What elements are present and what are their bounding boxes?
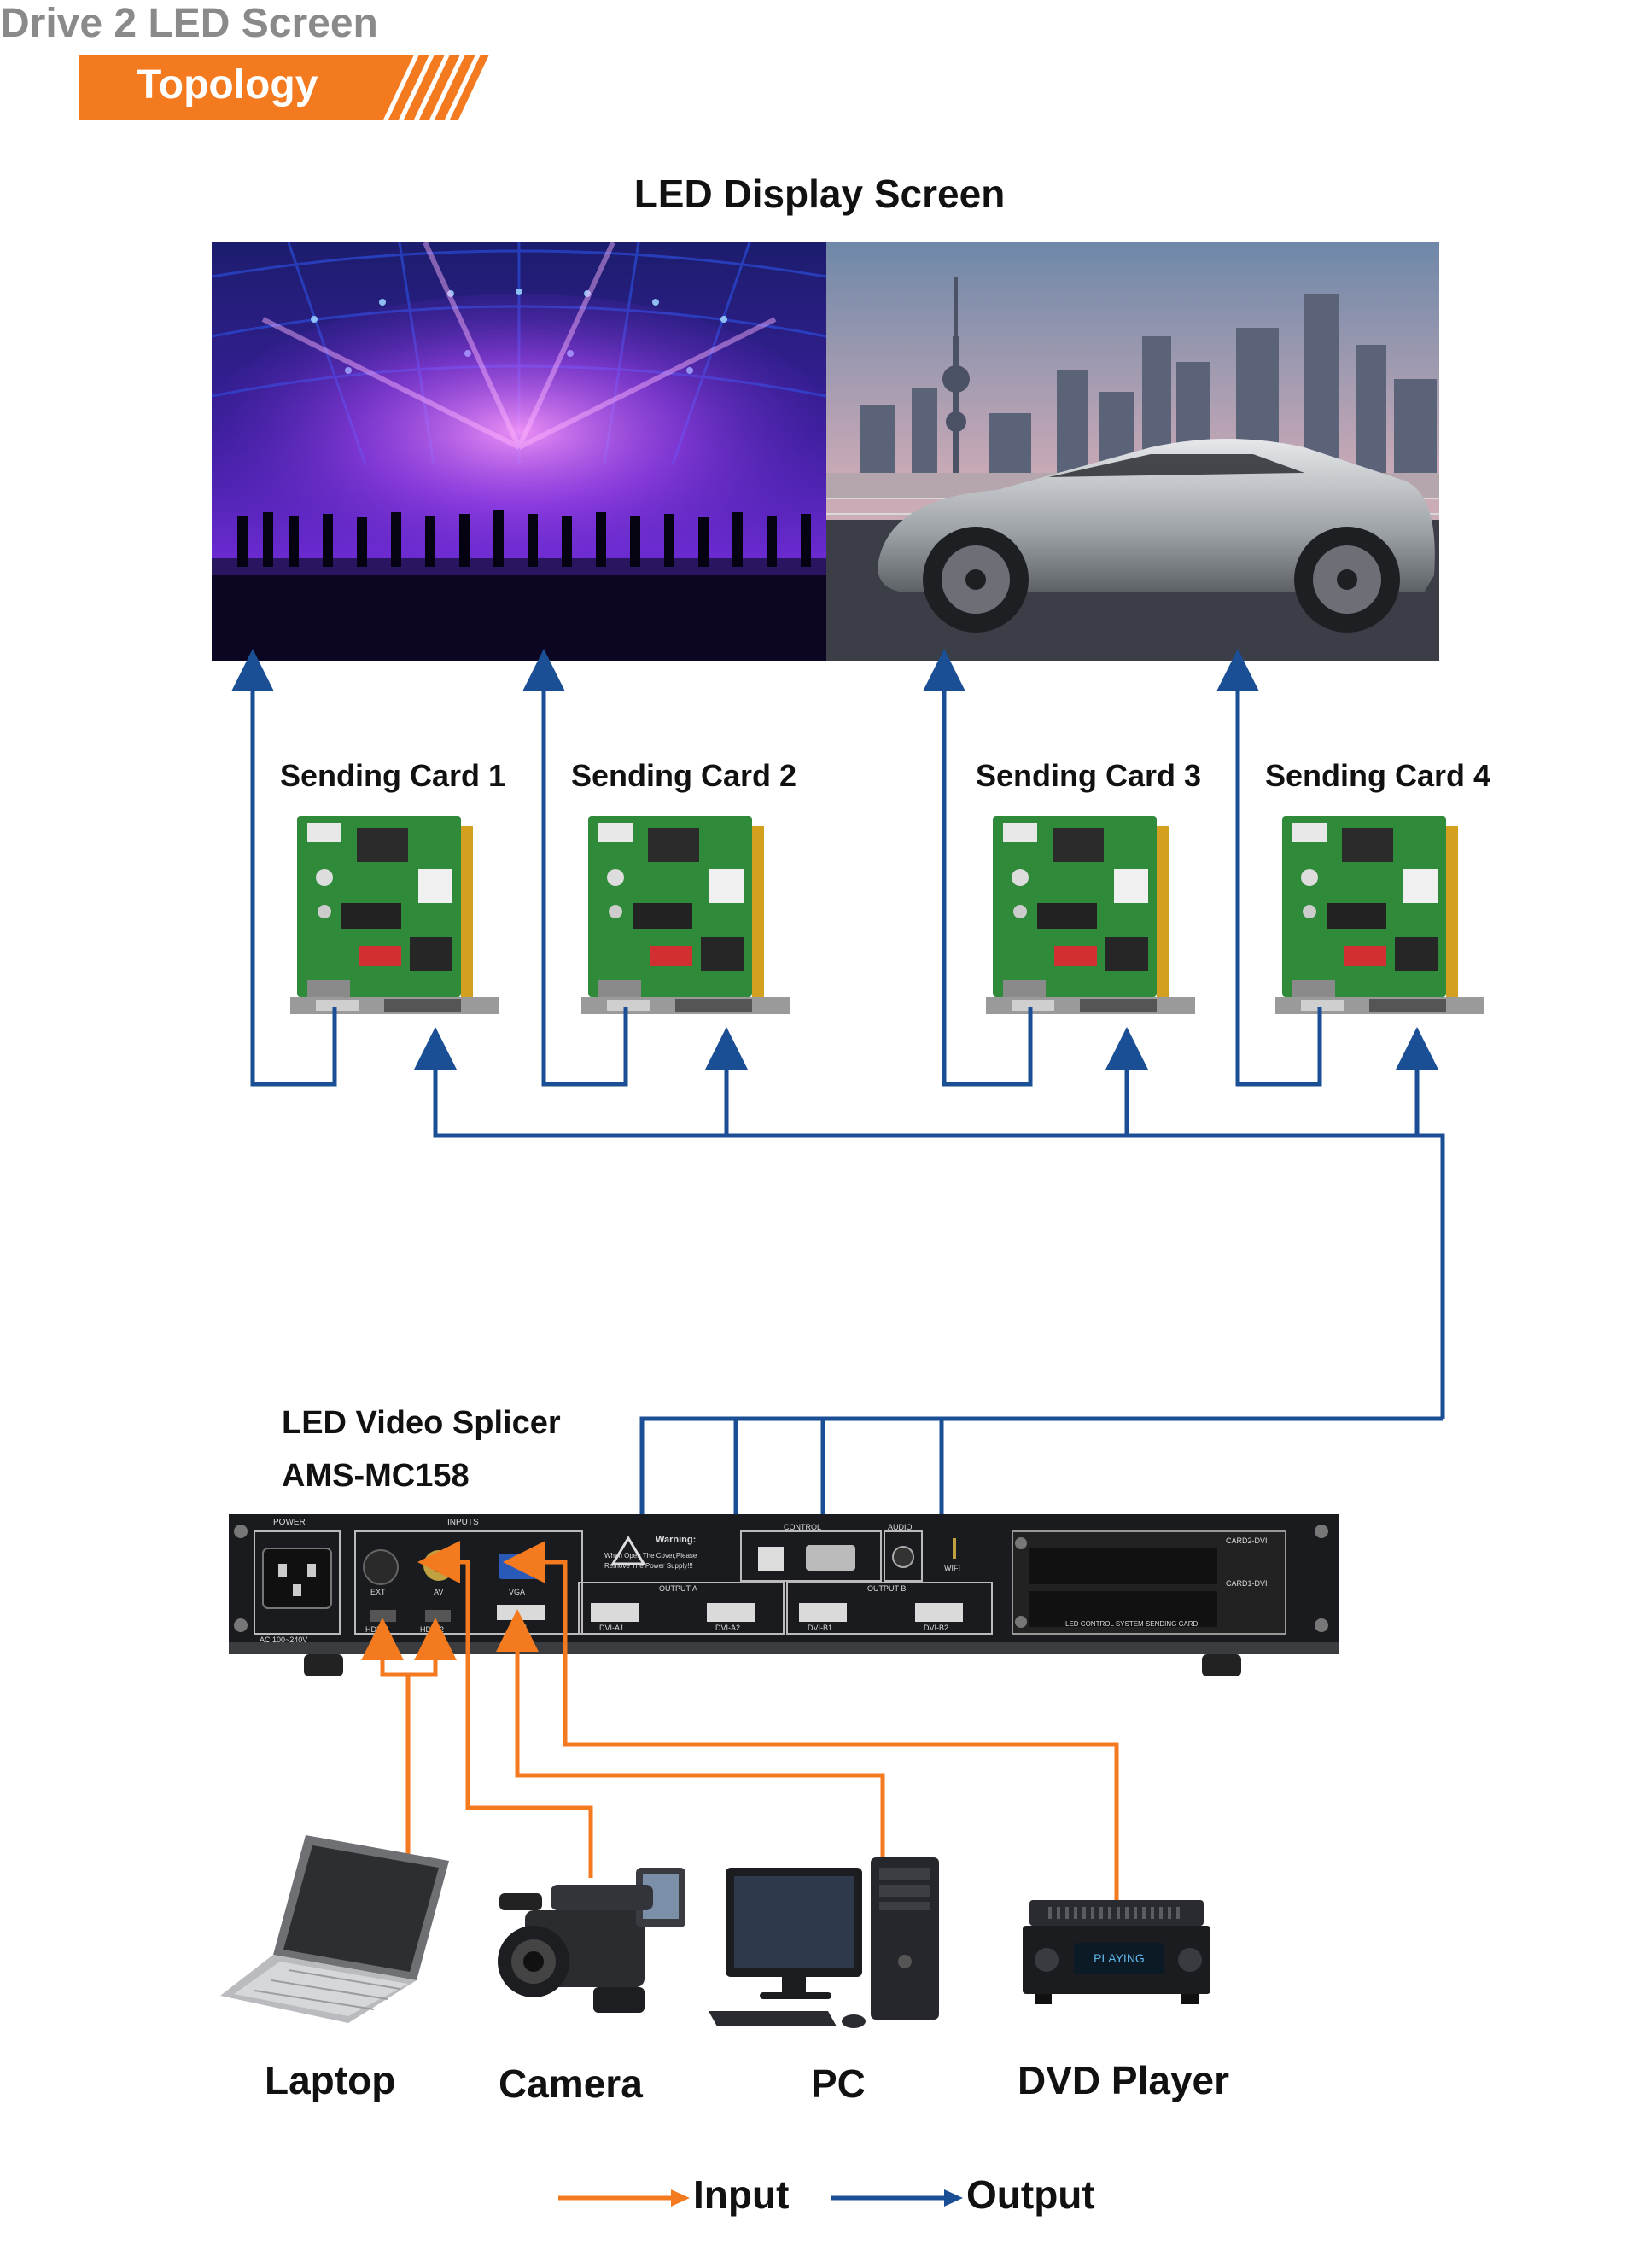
dvd-player-icon: PLAYING bbox=[1023, 1900, 1210, 2004]
inputs-label: INPUTS bbox=[447, 1518, 479, 1527]
screen-title: LED Display Screen bbox=[633, 172, 1006, 216]
sending-card-system-label: LED CONTROL SYSTEM SENDING CARD bbox=[1065, 1620, 1199, 1628]
pc-label: PC bbox=[811, 2061, 866, 2106]
city-sports-car-image bbox=[826, 242, 1439, 661]
vga-label: VGA bbox=[509, 1588, 526, 1596]
sending-card-3-label: Sending Card 3 bbox=[976, 758, 1202, 793]
dvd-player-label: DVD Player bbox=[1018, 2058, 1230, 2102]
control-label: CONTROL bbox=[784, 1523, 822, 1531]
concert-stage-image bbox=[212, 242, 826, 661]
dvd-screen-text: PLAYING bbox=[1094, 1951, 1145, 1965]
splicer-title-line1: LED Video Splicer bbox=[282, 1405, 561, 1441]
dvi-b1-label: DVI-B1 bbox=[808, 1624, 833, 1632]
av-label: AV bbox=[434, 1588, 444, 1596]
wifi-label: WIFI bbox=[944, 1564, 960, 1572]
card2-dvi-label: CARD2-DVI bbox=[1226, 1536, 1268, 1545]
splicer-title: LED Video Splicer AMS-MC158 bbox=[282, 1396, 561, 1502]
dvi-a1-label: DVI-A1 bbox=[599, 1624, 625, 1632]
sending-card-3-board bbox=[986, 815, 1195, 1015]
drive-2-led-screen-label: Drive 2 LED Screen bbox=[0, 1, 378, 46]
sending-card-2-board bbox=[581, 815, 790, 1015]
sending-card-1-label: Sending Card 1 bbox=[280, 758, 506, 793]
output-b-label: OUTPUT B bbox=[867, 1584, 907, 1593]
warning-line1: When Open The Cover,Please bbox=[604, 1552, 697, 1560]
splicer-rear-panel: POWER AC 100~240V INPUTS EXT AV VGA HDMI… bbox=[229, 1514, 1339, 1685]
warning-title: Warning: bbox=[656, 1535, 697, 1545]
sending-card-4-board bbox=[1275, 815, 1484, 1015]
camera-icon bbox=[498, 1868, 685, 2013]
ac-label: AC 100~240V bbox=[260, 1635, 308, 1644]
topology-title: Topology bbox=[137, 62, 318, 108]
output-legend-label: Output bbox=[966, 2172, 1095, 2217]
ext-label: EXT bbox=[370, 1588, 386, 1596]
output-legend-arrow bbox=[831, 2189, 963, 2207]
laptop-icon bbox=[220, 1835, 449, 2023]
pc-icon bbox=[709, 1857, 939, 2028]
card1-dvi-label: CARD1-DVI bbox=[1226, 1579, 1268, 1588]
splicer-model: AMS-MC158 bbox=[282, 1458, 470, 1494]
dvi-b2-label: DVI-B2 bbox=[924, 1624, 949, 1632]
power-label: POWER bbox=[273, 1518, 306, 1527]
output-a-label: OUTPUT A bbox=[659, 1584, 697, 1593]
dvi-a2-label: DVI-A2 bbox=[715, 1624, 741, 1632]
sending-card-2-label: Sending Card 2 bbox=[571, 758, 797, 793]
topology-banner bbox=[79, 55, 489, 120]
sending-card-1-board bbox=[290, 815, 499, 1015]
laptop-label: Laptop bbox=[265, 2058, 396, 2102]
input-legend-label: Input bbox=[693, 2172, 790, 2217]
camera-label: Camera bbox=[499, 2061, 643, 2106]
audio-label: AUDIO bbox=[888, 1523, 913, 1531]
dvi-label: DVI bbox=[514, 1624, 528, 1632]
warning-line2: Remove The Power Supply!!! bbox=[604, 1562, 693, 1570]
hdmi2-label: HDMI2 bbox=[420, 1625, 445, 1634]
sending-card-4-label: Sending Card 4 bbox=[1265, 758, 1491, 793]
hdmi1-label: HDMI1 bbox=[365, 1625, 390, 1634]
input-legend-arrow bbox=[558, 2189, 690, 2207]
